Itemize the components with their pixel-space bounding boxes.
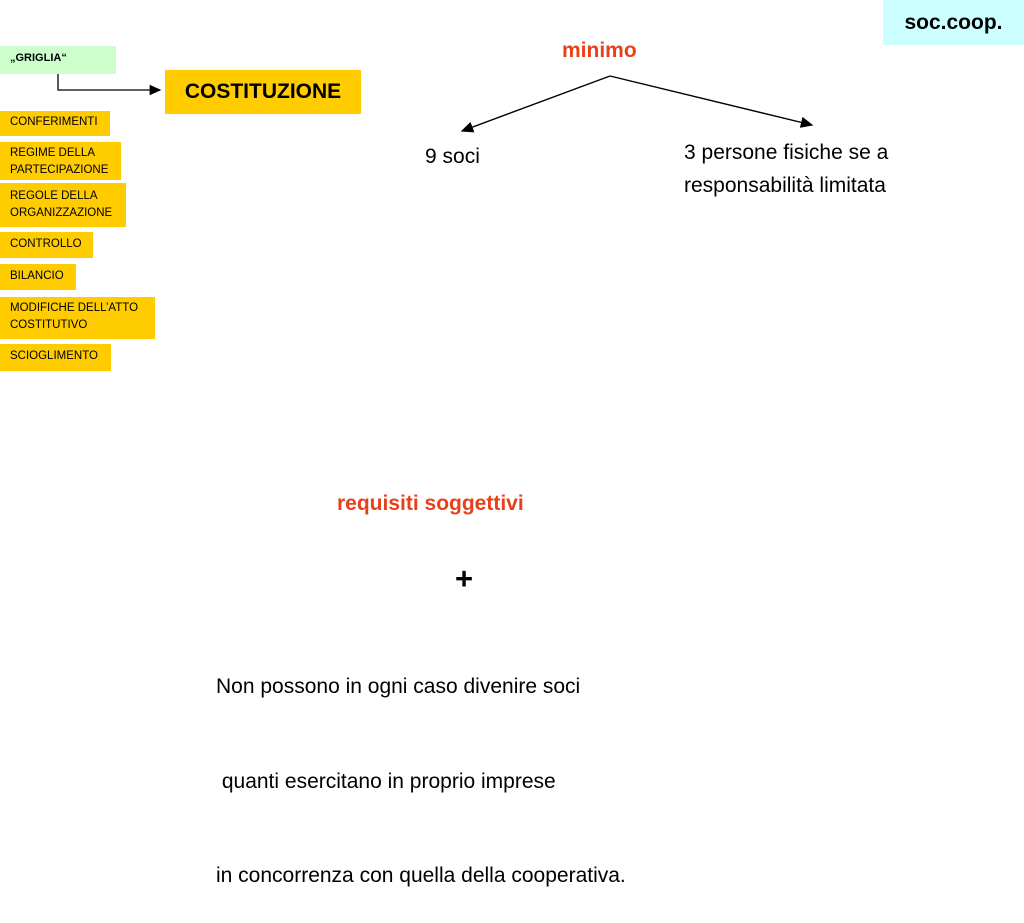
- sidebar-item-conferimenti[interactable]: CONFERIMENTI: [0, 111, 110, 136]
- note-line-3: in concorrenza con quella della cooperat…: [216, 864, 626, 887]
- branch-3-persone-line2: responsabilità limitata: [684, 174, 886, 197]
- connector-lines: [57, 74, 814, 133]
- note-line-1: Non possono in ogni caso divenire soci: [216, 675, 581, 698]
- sidebar-item-bilancio[interactable]: BILANCIO: [0, 264, 76, 290]
- arrow-to-3-persone: [609, 75, 814, 128]
- plus-sign: +: [455, 561, 474, 596]
- requisiti-soggettivi-heading: requisiti soggettivi: [337, 492, 524, 515]
- branch-3-persone-line1: 3 persone fisiche se a: [684, 141, 889, 164]
- arrow-to-9-soci: [460, 75, 611, 133]
- sidebar-item-modifiche-atto[interactable]: MODIFICHE DELL’ATTO COSTITUTIVO: [0, 297, 155, 339]
- note-line-2: quanti esercitano in proprio imprese: [216, 769, 556, 793]
- costituzione-box[interactable]: COSTITUZIONE: [165, 70, 361, 114]
- branch-9-soci: 9 soci: [425, 145, 480, 168]
- sidebar-item-controllo[interactable]: CONTROLLO: [0, 232, 93, 258]
- griglia-to-costituzione-arrow: [57, 74, 162, 96]
- sidebar-item-regole-organizzazione[interactable]: REGOLE DELLA ORGANIZZAZIONE: [0, 183, 126, 227]
- sidebar-item-regime-partecipazione[interactable]: REGIME DELLA PARTECIPAZIONE: [0, 142, 121, 180]
- sidebar-item-scioglimento[interactable]: SCIOGLIMENTO: [0, 344, 111, 371]
- soc-coop-tag: soc.coop.: [883, 0, 1024, 45]
- minimo-heading: minimo: [562, 39, 637, 62]
- branch-3-persone: 3 persone fisiche se a responsabilità li…: [684, 136, 888, 202]
- requisiti-note: Non possono in ogni caso divenire soci q…: [216, 608, 626, 923]
- griglia-label[interactable]: „GRIGLIA“: [0, 46, 116, 74]
